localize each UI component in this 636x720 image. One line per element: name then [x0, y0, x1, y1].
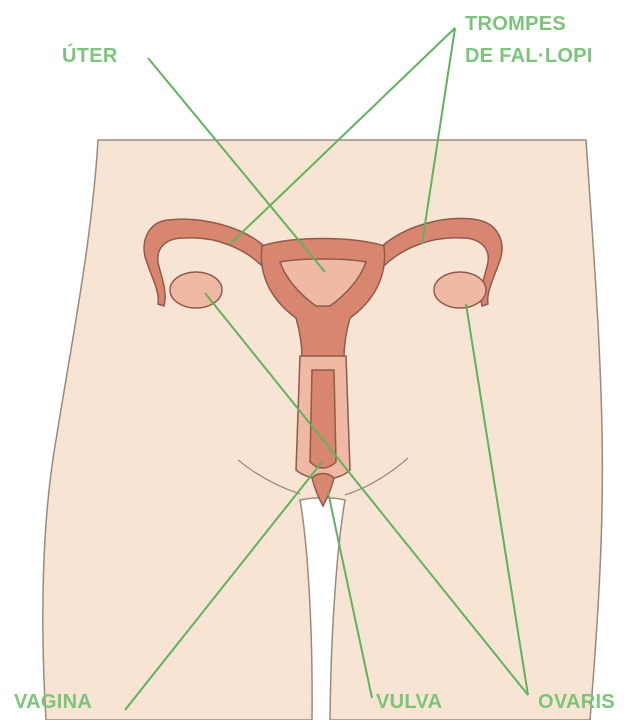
label-trompes-line2: DE FAL·LOPI: [465, 44, 593, 68]
label-vulva: VULVA: [376, 690, 442, 714]
label-vagina: VAGINA: [14, 690, 92, 714]
vaginal-wall: [310, 370, 336, 468]
ovary-right: [434, 272, 486, 308]
label-uter: ÚTER: [62, 44, 118, 68]
ovary-left: [170, 272, 222, 308]
label-trompes-line1: TROMPES: [465, 12, 566, 36]
label-ovaris: OVARIS: [538, 690, 615, 714]
